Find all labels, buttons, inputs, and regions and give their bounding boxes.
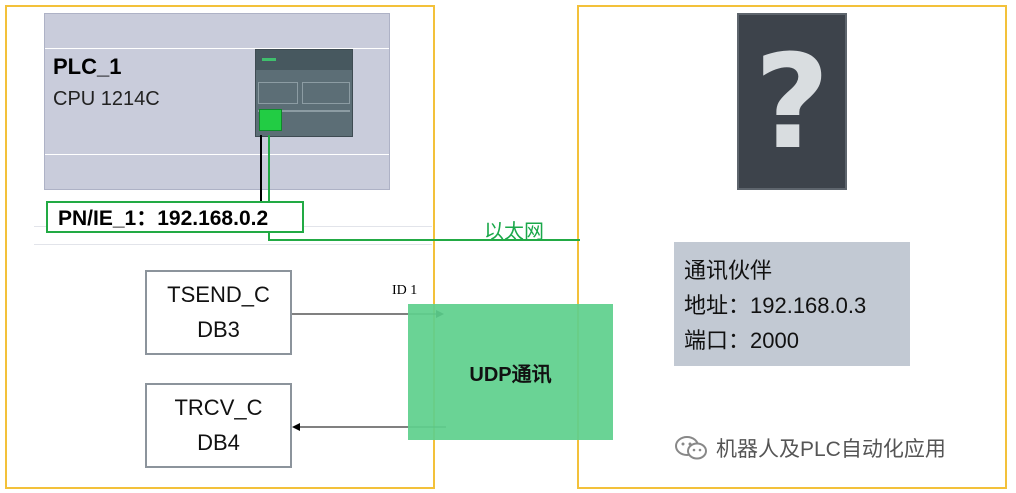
cpu-top-band: [256, 50, 352, 70]
plc-box-divider-top: [45, 48, 389, 49]
trcv-c-db: DB4: [197, 430, 240, 456]
watermark: 机器人及PLC自动化应用: [674, 433, 946, 463]
tsend-c-db: DB3: [197, 317, 240, 343]
unknown-device-tile[interactable]: ?: [737, 13, 847, 190]
partner-info-panel: 通讯伙伴 地址：192.168.0.3 端口：2000: [674, 242, 910, 366]
partner-station-frame: [577, 5, 1007, 489]
trcv-c-block[interactable]: TRCV_C DB4: [145, 383, 292, 468]
ethernet-line: [268, 135, 580, 241]
question-mark-icon: ?: [754, 25, 830, 178]
partner-title: 通讯伙伴: [684, 258, 773, 283]
udp-communication-box[interactable]: UDP通讯: [408, 304, 613, 440]
pn-ie-address-label[interactable]: PN/IE_1：192.168.0.2: [46, 201, 304, 233]
partner-port: 端口：2000: [684, 328, 799, 353]
cpu-io-panel-left: [258, 82, 298, 104]
plc-rail-line-2: [34, 244, 432, 245]
plc-name: PLC_1: [53, 54, 122, 79]
connection-id-label: ID 1: [392, 283, 418, 298]
wechat-icon: [675, 436, 707, 460]
local-station-frame: [5, 5, 435, 489]
cpu-io-panel-right: [302, 82, 350, 104]
tsend-c-name: TSEND_C: [167, 281, 270, 307]
ethernet-port[interactable]: [259, 109, 282, 131]
tsend-c-block[interactable]: TSEND_C DB3: [145, 270, 292, 355]
partner-address: 地址：192.168.0.3: [684, 293, 867, 318]
cpu-terminal-strip: [258, 110, 350, 112]
plc-cpu-model: CPU 1214C: [53, 88, 160, 110]
plc-device[interactable]: PLC_1 CPU 1214C: [44, 13, 390, 190]
cpu-status-led: [262, 58, 276, 61]
ethernet-label: 以太网: [484, 221, 544, 243]
watermark-text: 机器人及PLC自动化应用: [716, 438, 946, 461]
trcv-c-name: TRCV_C: [174, 394, 263, 420]
receive-arrowhead: [292, 423, 300, 431]
plc-box-divider-bottom: [45, 154, 389, 155]
